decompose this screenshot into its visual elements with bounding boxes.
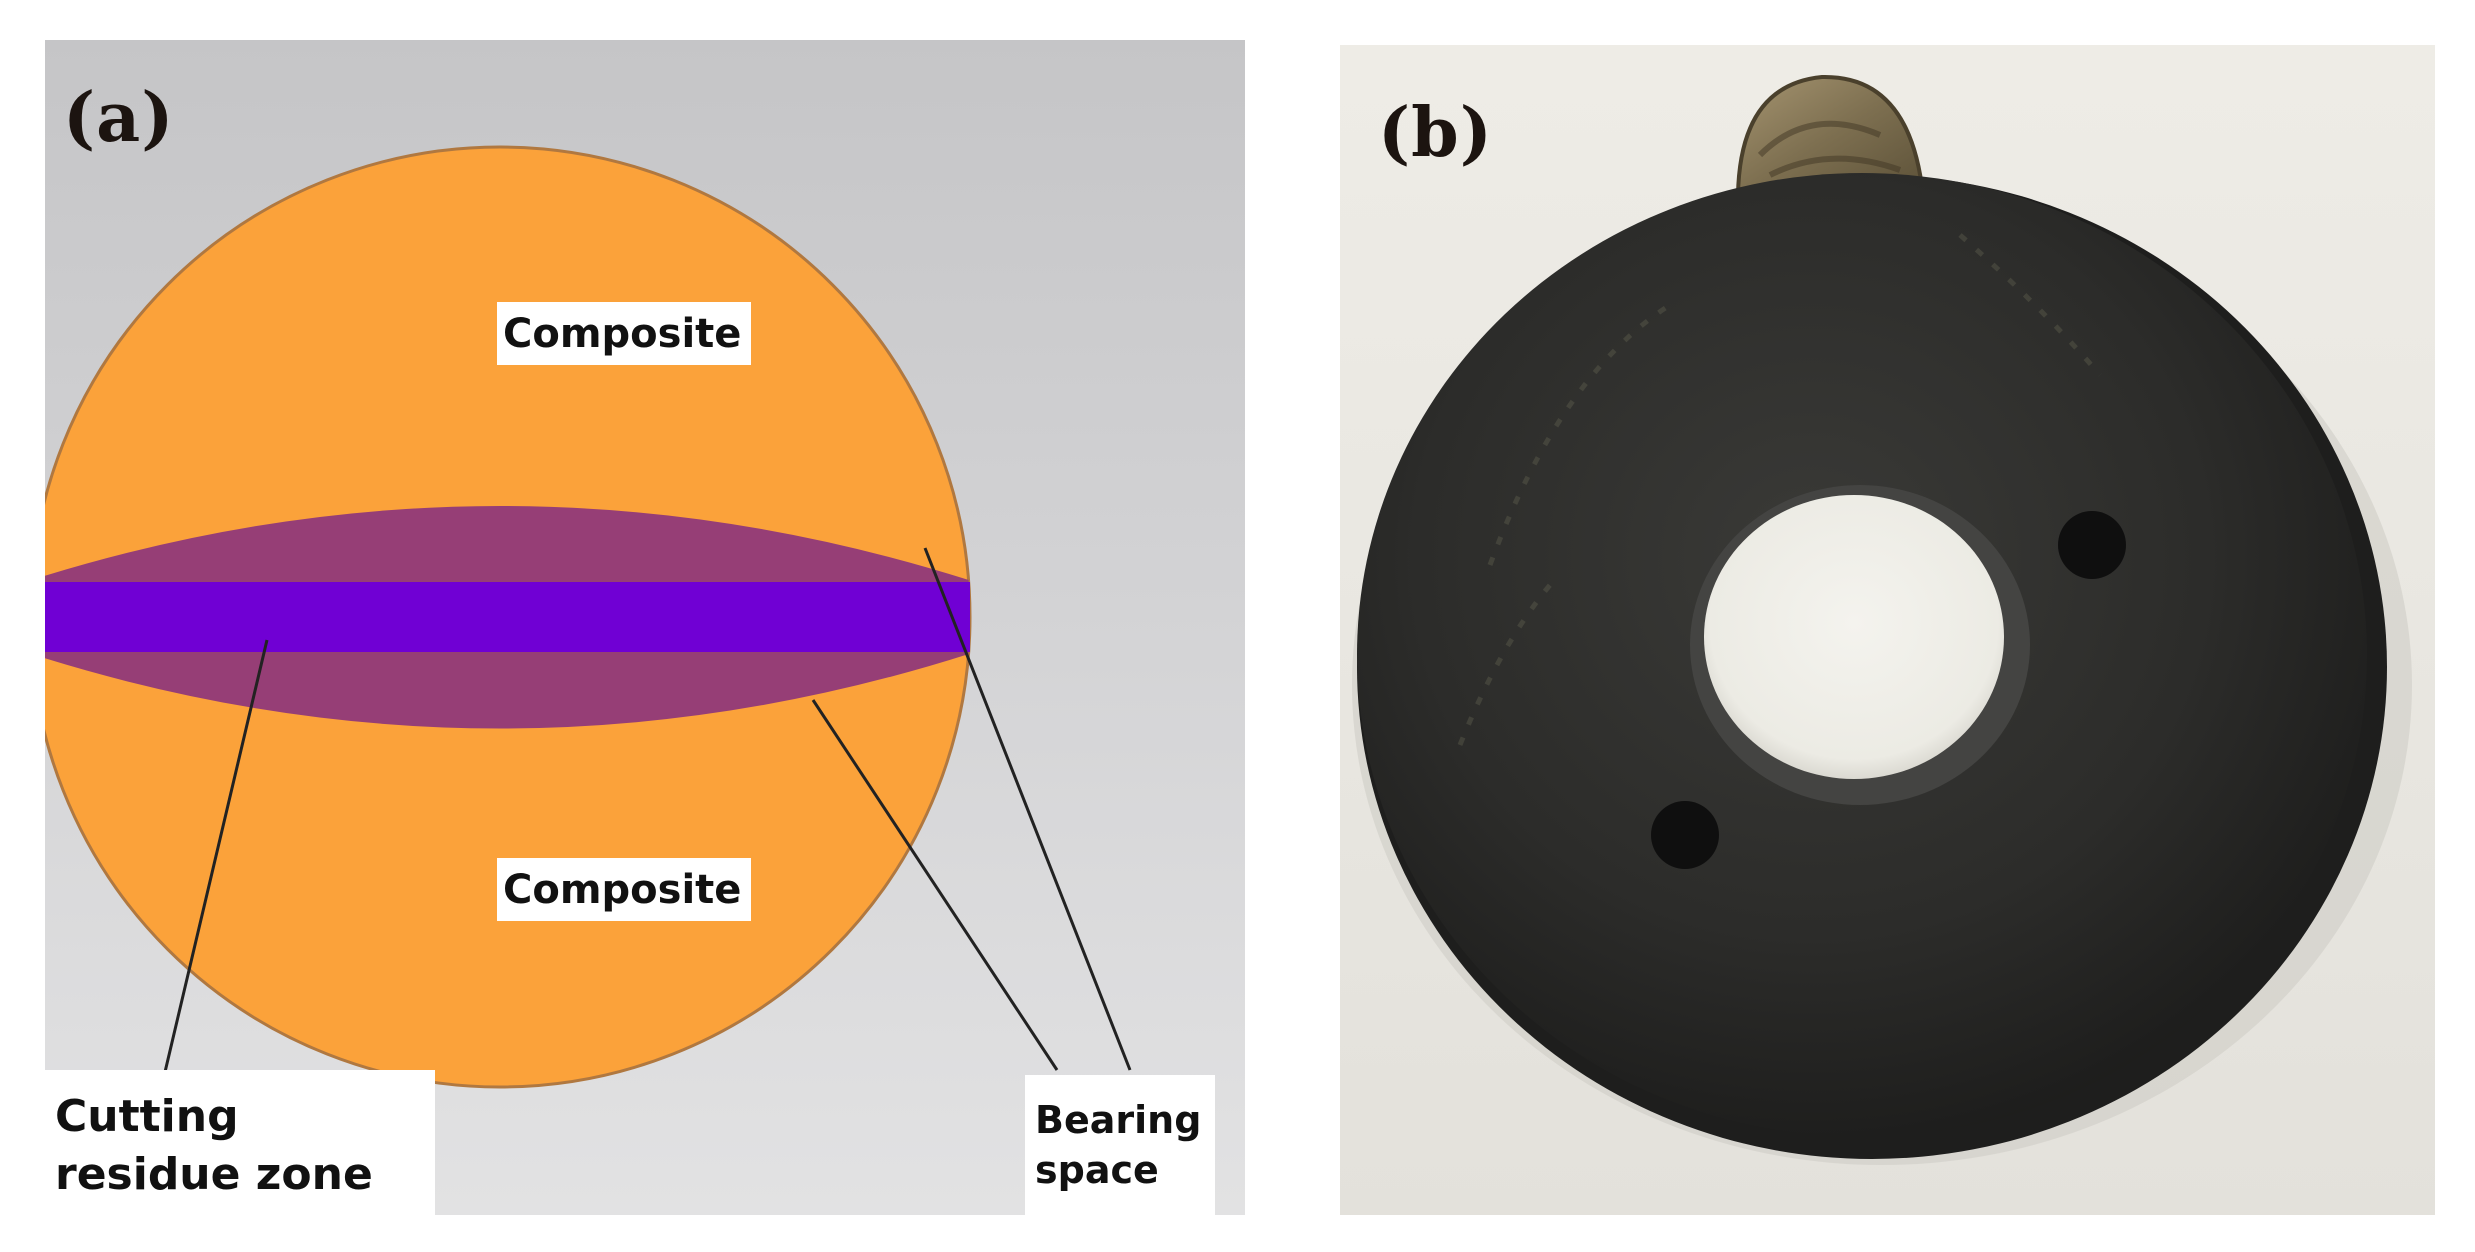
composite-top-label: Composite — [497, 302, 751, 365]
cutting-residue-band-overhang — [45, 582, 970, 652]
cutting-residue-label-line1: Cutting — [55, 1088, 435, 1146]
bearing-space-leader-line-upper — [925, 548, 1130, 1070]
bearing-space-label-line2: space — [1035, 1145, 1215, 1195]
sample-photo-illustration — [1340, 45, 2435, 1215]
panel-b-label: (b) — [1378, 93, 1493, 173]
bearing-space-label-line1: Bearing — [1035, 1095, 1215, 1145]
panel-a-schematic: (a) Composite Composite Cutting residue … — [45, 40, 1245, 1215]
center-hole — [1704, 495, 2004, 779]
panel-a-label: (a) — [63, 78, 174, 158]
mounting-hole-upper-right — [2058, 511, 2126, 579]
composite-bottom-label: Composite — [497, 858, 751, 921]
cutting-residue-label-line2: residue zone — [55, 1146, 435, 1204]
bearing-space-label: Bearing space — [1025, 1075, 1215, 1215]
panel-b-photo: (b) — [1340, 45, 2435, 1215]
schematic-drawing — [45, 40, 1245, 1215]
cutting-residue-zone-label: Cutting residue zone — [45, 1070, 435, 1215]
mounting-hole-lower-left — [1651, 801, 1719, 869]
